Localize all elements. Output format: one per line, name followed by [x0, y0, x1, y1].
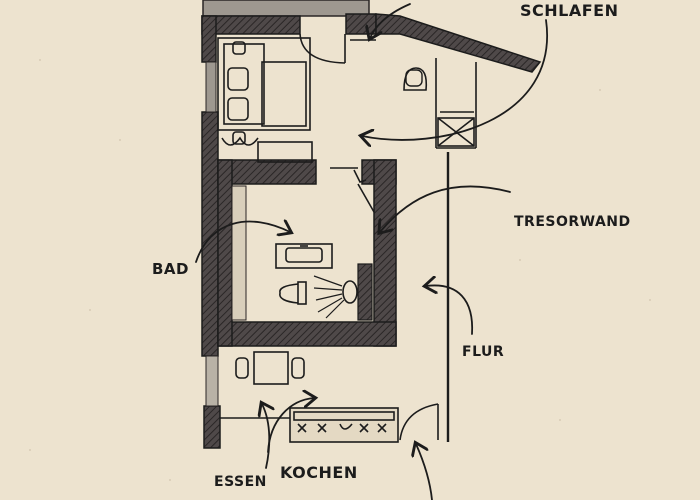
arrow-flur — [426, 285, 473, 335]
entrance-door — [399, 403, 439, 441]
label-essen: ESSEN — [214, 474, 267, 490]
arrow-schlafen-top — [370, 3, 411, 38]
label-flur: FLUR — [462, 344, 504, 360]
bad-wall-right — [373, 159, 397, 347]
wall-left-upper — [201, 15, 217, 63]
left-window-upper — [205, 61, 217, 113]
wardrobe — [435, 58, 477, 149]
arrow-bad — [195, 222, 290, 263]
room-labels: SCHLAFEN TRESORWAND BAD FLUR ESSEN KOCHE… — [152, 1, 631, 490]
bad-wall-top — [217, 159, 317, 185]
label-tresorwand: TRESORWAND — [514, 214, 631, 230]
kitchen-counter — [289, 407, 399, 443]
arrow-schlafen — [362, 19, 549, 140]
door-top — [299, 33, 376, 64]
bad-door — [330, 167, 375, 213]
dining-table — [235, 351, 305, 385]
arrow-kochen — [267, 398, 314, 453]
wall-left-main — [201, 111, 219, 357]
bad-wall-bottom — [217, 321, 397, 347]
paper-texture — [29, 59, 651, 481]
wall-top-stub — [345, 13, 377, 35]
top-window — [202, 0, 370, 17]
bad-inner-panel — [231, 185, 247, 321]
arrow-tresorwand — [380, 185, 511, 232]
arrow-essen — [262, 404, 269, 469]
wall-left-bottom — [203, 405, 221, 449]
bad-wall-left — [217, 159, 233, 347]
chair-seat — [405, 69, 423, 87]
wall-top-diagonal — [375, 13, 542, 73]
sink-icon — [275, 243, 333, 269]
chair-icon — [403, 67, 428, 91]
toilet-icon — [279, 281, 307, 305]
label-bad: BAD — [152, 260, 189, 278]
annotation-arrows — [195, 3, 549, 500]
walls — [201, 13, 542, 449]
bed — [217, 37, 311, 146]
arrow-entrance — [416, 444, 433, 500]
shower-icon — [313, 275, 358, 319]
left-window-lower — [205, 355, 219, 407]
bedside-table — [257, 141, 313, 163]
shower-wall — [357, 263, 373, 321]
label-schlafen: SCHLAFEN — [520, 1, 618, 20]
label-kochen: KOCHEN — [280, 463, 358, 482]
